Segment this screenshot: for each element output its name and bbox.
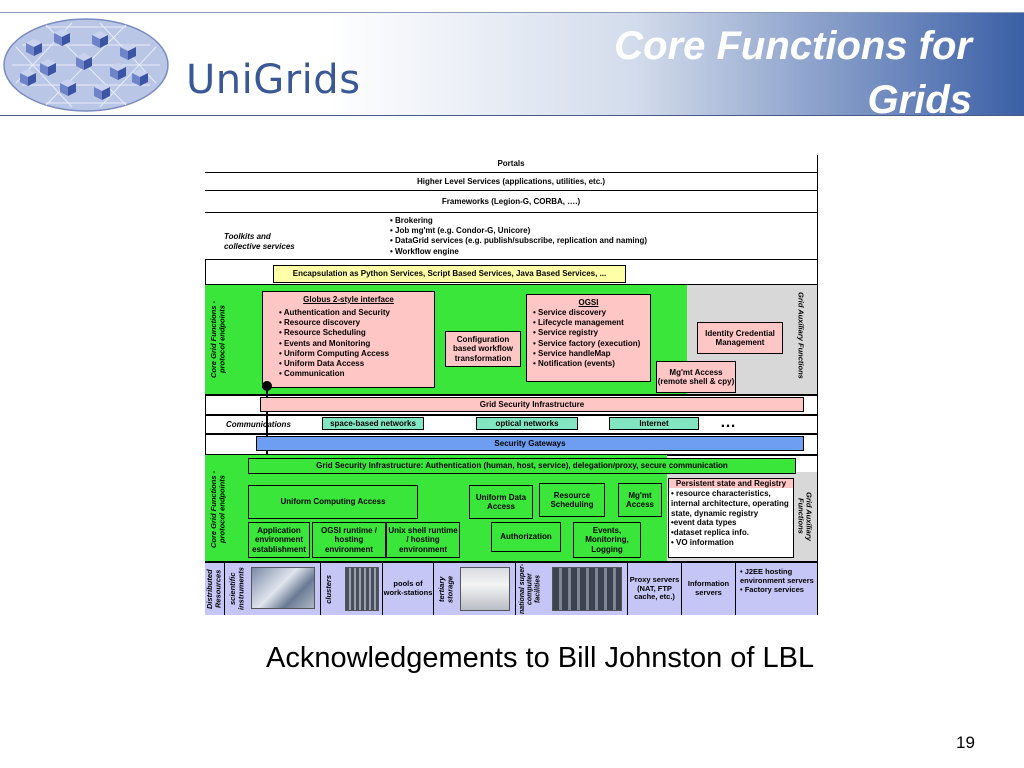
slide-title-line2: Grids [867, 78, 972, 122]
acknowledgement-text: Acknowledgements to Bill Johnston of LBL [266, 642, 815, 674]
resource-scheduling-box: Resource Scheduling [539, 483, 605, 517]
space-networks-box: space-based networks [322, 417, 424, 430]
slide-title-line1: Core Functions for [614, 24, 972, 68]
cluster-photo [345, 567, 379, 611]
persistent-state-list: • resource characteristics, internal arc… [671, 489, 789, 547]
clusters-cell: clusters [321, 563, 383, 615]
info-servers-label: Information servers [687, 579, 730, 597]
proxy-label: Proxy servers (NAT, FTP cache, etc.) [629, 575, 680, 602]
storage-photo [460, 567, 510, 611]
uniform-computing-access-box: Uniform Computing Access [248, 485, 418, 519]
mgmt-access-lower-box: Mg'mt Access [618, 483, 662, 517]
slide-header: UniGrids Core Functions for Grids [0, 12, 1024, 122]
globus-interface-list: • Authentication and Security • Resource… [279, 308, 390, 379]
gsi-divider-bottom [205, 414, 817, 416]
globus-interface-title: Globus 2-style interface [303, 295, 394, 304]
communications-divider [205, 433, 817, 435]
tertiary-label: tertiary storage [437, 575, 455, 603]
gsi-auth-bar: Grid Security Infrastructure: Authentica… [248, 458, 796, 474]
unigrids-logo-icon [3, 18, 169, 112]
proxy-cell: Proxy servers (NAT, FTP cache, etc.) [628, 563, 682, 615]
aux-functions-label: Grid Auxiliary Functions [796, 291, 806, 379]
events-logging-box: Events, Monitoring, Logging [573, 522, 641, 558]
supercomputer-photo [552, 567, 622, 611]
globus-interface-box: Globus 2-style interface • Authenticatio… [262, 291, 435, 388]
communications-label: Communications [226, 420, 291, 429]
pools-label: pools of work-stations [383, 579, 433, 597]
frameworks-row: Frameworks (Legion-G, CORBA, ….) [205, 191, 817, 213]
portals-row: Portals [205, 155, 817, 173]
ogsi-box: OGSI • Service discovery • Lifecycle man… [526, 294, 651, 382]
resources-divider [205, 561, 817, 563]
j2ee-list: • J2EE hosting environment servers • Fac… [740, 567, 814, 594]
ogsi-list: • Service discovery • Lifecycle manageme… [533, 308, 641, 369]
gateways-divider [205, 454, 817, 456]
security-gateways-bar: Security Gateways [256, 436, 804, 451]
communications-ellipsis: … [720, 414, 736, 431]
identity-credential-box: Identity Credential Management [697, 322, 783, 354]
encapsulation-divider [205, 284, 817, 286]
ogsi-runtime-box: OGSI runtime / hosting environment [312, 522, 386, 558]
brand-wordmark: UniGrids [186, 57, 361, 103]
clusters-label: clusters [324, 574, 333, 604]
distributed-resources-cell: Distributed Resources [205, 563, 225, 615]
national-label: national super- computer facilities [519, 563, 542, 615]
core-functions-lower-label: Core Grid Functions - protocol endpoints [209, 470, 227, 548]
persistent-state-box: Persistent state and Registry • resource… [668, 478, 794, 558]
j2ee-cell: • J2EE hosting environment servers • Fac… [736, 563, 817, 615]
gsi-bar: Grid Security Infrastructure [260, 397, 804, 412]
core-functions-label: Core Grid Functions - protocol endpoints [209, 300, 227, 378]
ogsi-title: OGSI [578, 298, 599, 307]
gsi-divider-top [205, 394, 817, 396]
pools-cell: pools of work-stations [383, 563, 434, 615]
mgmt-access-box: Mg'mt Access (remote shell & cpy) [656, 361, 736, 393]
config-workflow-box: Configuration based workflow transformat… [445, 331, 521, 367]
optical-networks-box: optical networks [476, 417, 578, 430]
distributed-resources-label: Distributed Resources [205, 569, 223, 609]
tertiary-cell: tertiary storage [434, 563, 516, 615]
toolkits-label: Toolkits and collective services [224, 232, 295, 252]
sci-instruments-label: scientific instruments [228, 567, 246, 611]
aux-functions-lower-label: Grid Auxiliary Functions [796, 491, 814, 541]
page-number: 19 [956, 733, 975, 752]
internet-box: Internet [609, 417, 699, 430]
sci-instruments-cell: scientific instruments [225, 563, 321, 615]
toolkits-list: • Brokering • Job mg'mt (e.g. Condor-G, … [390, 216, 648, 256]
connector-line [266, 385, 268, 464]
architecture-diagram: Portals Higher Level Services (applicati… [205, 155, 818, 615]
toolkits-row [205, 213, 817, 260]
info-servers-cell: Information servers [682, 563, 736, 615]
uniform-data-access-box: Uniform Data Access [469, 485, 533, 519]
higher-level-services-row: Higher Level Services (applications, uti… [205, 173, 817, 191]
slide-title: Core Functions for Grids [452, 19, 972, 127]
unix-shell-box: Unix shell runtime / hosting environment [386, 522, 460, 558]
national-cell: national super- computer facilities [516, 563, 628, 615]
instrument-photo [251, 567, 315, 609]
connector-dot-top [262, 381, 272, 391]
authorization-box: Authorization [491, 522, 561, 552]
persistent-state-title: Persistent state and Registry [669, 479, 793, 489]
encapsulation-box: Encapsulation as Python Services, Script… [273, 265, 626, 283]
app-environment-box: Application environment establishment [248, 522, 310, 558]
